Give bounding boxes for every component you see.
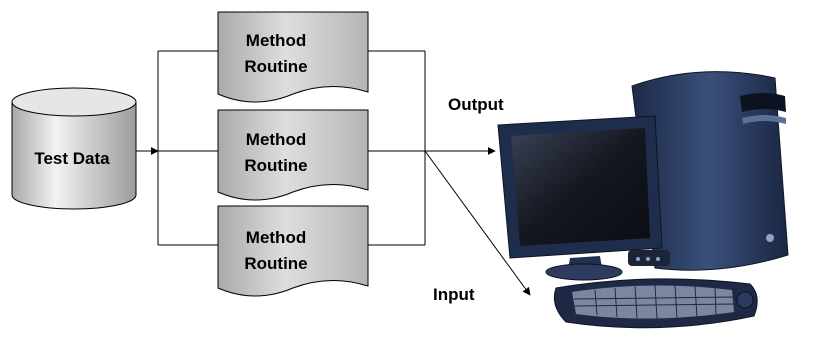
test-data-label: Test Data <box>34 149 110 168</box>
output-branch-lines <box>368 50 531 296</box>
routine-3-line2: Routine <box>244 254 307 273</box>
keyboard-icon <box>553 278 758 329</box>
routine-1-line1: Method <box>246 31 306 50</box>
output-label: Output <box>448 95 504 114</box>
routine-1-line2: Routine <box>244 57 307 76</box>
method-routine-2: Method Routine <box>217 109 369 201</box>
routine-2-line1: Method <box>246 130 306 149</box>
input-branch-lines <box>136 50 218 246</box>
monitor-icon <box>497 115 663 281</box>
tower-icon <box>631 71 789 271</box>
method-routine-3: Method Routine <box>217 205 369 297</box>
desktop-computer-icon <box>497 71 789 329</box>
hub-icon <box>628 250 670 266</box>
routine-2-line2: Routine <box>244 156 307 175</box>
routine-3-line1: Method <box>246 228 306 247</box>
method-routine-1: Method Routine <box>217 11 369 103</box>
test-data-database: Test Data <box>11 87 137 210</box>
input-label: Input <box>433 285 475 304</box>
